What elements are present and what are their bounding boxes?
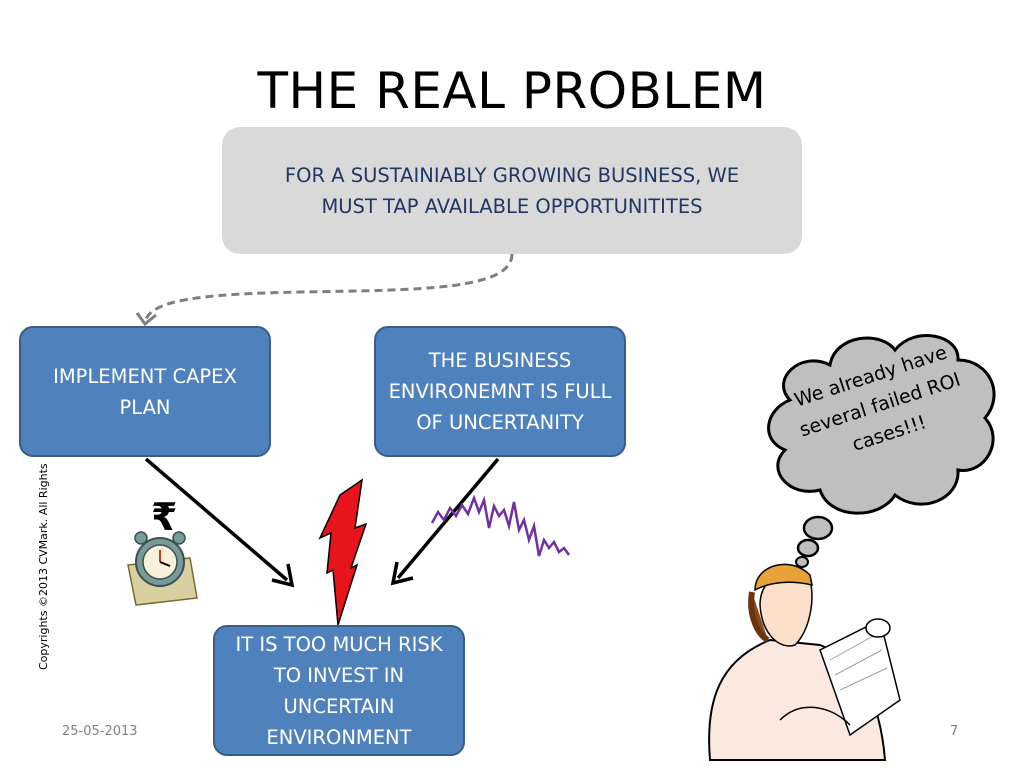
lightning-bolt-icon [318, 478, 368, 626]
arrowhead-capex [271, 563, 295, 588]
dashed-connector [143, 253, 514, 323]
uncertainty-box: THE BUSINESS ENVIRONEMNT IS FULL OF UNCE… [374, 326, 626, 457]
rupee-icon: ₹ [151, 495, 178, 539]
capex-text: IMPLEMENT CAPEX PLAN [53, 364, 237, 419]
copyright-notice: Copyrights ©2013 CVMark. All Rights [37, 463, 50, 670]
page-number: 7 [950, 724, 959, 739]
arrow-capex-to-risk [144, 457, 289, 582]
uncertainty-text: THE BUSINESS ENVIRONEMNT IS FULL OF UNCE… [388, 349, 612, 434]
alarm-clock-icon [127, 531, 198, 606]
risk-box: IT IS TOO MUCH RISK TO INVEST IN UNCERTA… [213, 625, 465, 756]
capex-box: IMPLEMENT CAPEX PLAN [19, 326, 271, 457]
opportunity-text: FOR A SUSTAINIABLY GROWING BUSINESS, WE … [284, 163, 740, 218]
opportunity-box: FOR A SUSTAINIABLY GROWING BUSINESS, WE … [222, 127, 802, 254]
risk-text: IT IS TOO MUCH RISK TO INVEST IN UNCERTA… [235, 632, 443, 749]
thought-cloud-icon [767, 334, 996, 568]
dashed-arrowhead [135, 312, 157, 327]
arrowhead-uncert [390, 561, 414, 586]
slide-title: THE REAL PROBLEM [257, 62, 767, 120]
fluctuating-graph-icon [430, 494, 571, 557]
arrow-uncert-to-risk [396, 457, 500, 580]
slide-date: 25-05-2013 [62, 724, 138, 739]
engineer-clipart [708, 563, 901, 761]
